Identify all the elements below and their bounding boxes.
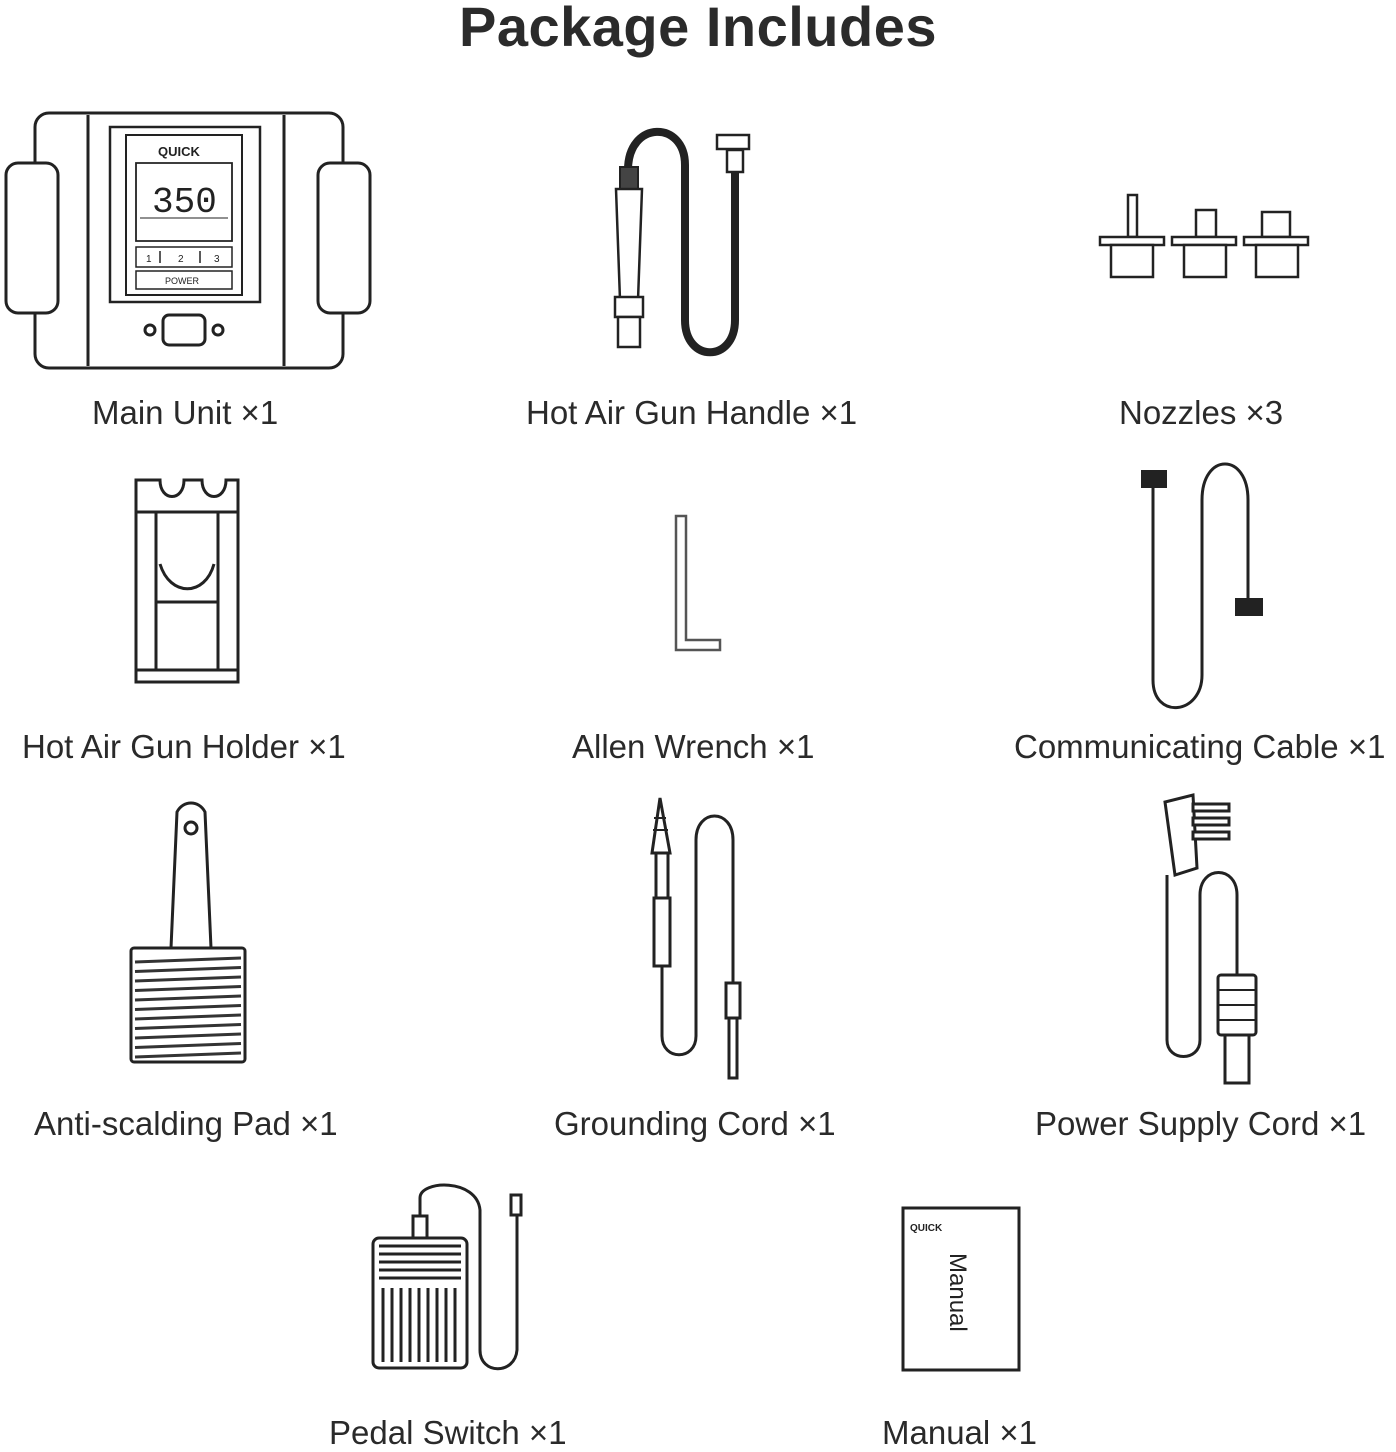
hatch-line — [135, 958, 241, 962]
item-label: Hot Air Gun Holder ×1 — [22, 728, 346, 765]
manual-brand: QUICK — [910, 1223, 943, 1234]
item-label: Allen Wrench ×1 — [572, 728, 815, 765]
hatch-line — [135, 987, 241, 991]
hatch-line — [135, 1053, 241, 1057]
hatch-line — [135, 1044, 241, 1048]
power-supply-cord-icon — [1145, 790, 1265, 1090]
item-label: Nozzles ×3 — [1119, 394, 1284, 431]
display-button-3: 3 — [214, 254, 220, 265]
hatch-line — [135, 977, 241, 981]
hot-air-gun-handle-icon — [600, 125, 770, 365]
item-label: Hot Air Gun Handle ×1 — [526, 394, 858, 431]
communicating-cable-icon — [1141, 460, 1263, 715]
nozzles-icon — [1098, 190, 1313, 285]
hatch-line — [135, 968, 241, 972]
main-unit-icon: QUICK 350 1 2 3 POWER — [0, 105, 380, 375]
hatch-line — [135, 1025, 241, 1029]
hot-air-gun-holder-icon — [130, 472, 245, 692]
pedal-switch-icon — [365, 1180, 535, 1375]
display-button-2: 2 — [178, 254, 184, 265]
page-title: Package Includes — [458, 0, 937, 58]
display-power-label: POWER — [165, 276, 200, 286]
manual-icon: QUICK Manual — [900, 1205, 1025, 1375]
manual-cover-text: Manual — [944, 1253, 971, 1332]
grounding-cord-icon — [640, 788, 750, 1088]
hatch-line — [135, 1015, 241, 1019]
display-button-1: 1 — [146, 254, 152, 265]
anti-scalding-pad-icon — [125, 802, 250, 1067]
item-label: Manual ×1 — [882, 1414, 1038, 1451]
hatch-line — [135, 996, 241, 1000]
hatch-line — [135, 1006, 241, 1010]
item-label: Power Supply Cord ×1 — [1035, 1105, 1367, 1142]
display-value: 350 — [152, 182, 217, 223]
allen-wrench-icon — [670, 512, 730, 657]
item-label: Anti-scalding Pad ×1 — [34, 1105, 338, 1142]
hatch-line — [135, 1034, 241, 1038]
item-label: Main Unit ×1 — [92, 394, 279, 431]
item-label: Pedal Switch ×1 — [329, 1414, 567, 1451]
item-label: Grounding Cord ×1 — [554, 1105, 836, 1142]
item-label: Communicating Cable ×1 — [1014, 728, 1386, 765]
brand-logo: QUICK — [158, 144, 201, 159]
